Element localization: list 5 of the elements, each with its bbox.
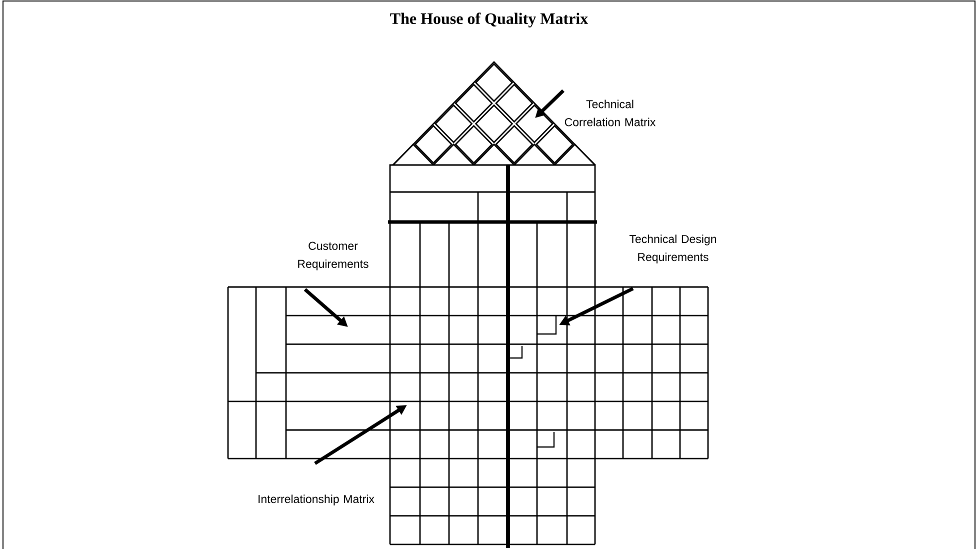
callout-text: Technical Design Requirements	[629, 234, 716, 264]
callout-text: Technical Correlation Matrix	[564, 100, 656, 126]
callout-text: Customer Requirements	[298, 242, 368, 270]
title: The House of Quality Matrix	[390, 12, 588, 28]
callout-text: Interrelationship Matrix	[258, 494, 374, 506]
